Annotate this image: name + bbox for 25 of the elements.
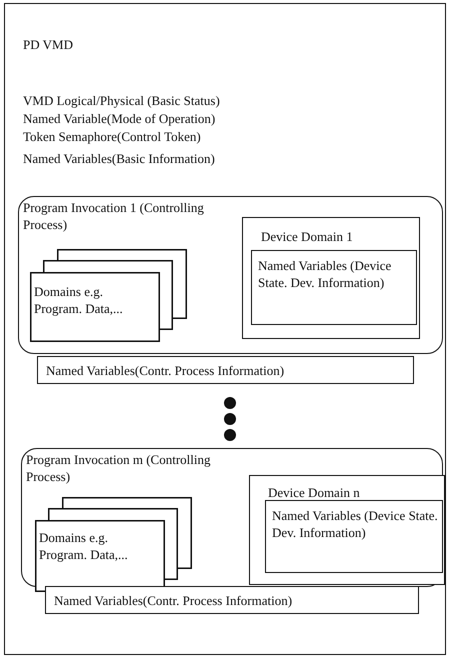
node-text: Named Variables (Device State. Dev. Information) (272, 507, 439, 541)
node-text: Named Variables(Contr. Process Information) (46, 362, 286, 379)
node-text: Program Invocation m (Controlling Process) (26, 451, 212, 485)
process-box (265, 500, 443, 573)
node-text: PD VMD (23, 36, 74, 53)
rounded-group-box (18, 196, 443, 354)
process-box (37, 356, 414, 384)
node-text: Token Semaphore(Control Token) (23, 128, 202, 145)
process-box (249, 475, 445, 585)
process-box (251, 250, 417, 325)
node-text: Named Variable(Mode of Operation) (23, 110, 216, 127)
stacked-pages (35, 497, 192, 592)
diagram-frame (4, 3, 446, 655)
node-text: Named Variables (Device State. Dev. Information) (258, 257, 392, 291)
node-text: Program Invocation 1 (Controlling Process) (23, 199, 205, 233)
process-box (45, 586, 419, 614)
node-text: Named Variables(Contr. Process Information) (54, 592, 294, 609)
node-text: VMD Logical/Physical (Basic Status) (23, 92, 221, 109)
node-text: Device Domain n (268, 484, 361, 501)
node-text: Device Domain 1 (261, 228, 354, 245)
node-text: Domains e.g. Program. Data,... (34, 283, 124, 317)
stacked-pages (30, 249, 187, 342)
process-box (242, 217, 420, 339)
node-text: Named Variables(Basic Information) (23, 150, 216, 167)
node-text: Domains e.g. Program. Data,... (39, 529, 129, 563)
